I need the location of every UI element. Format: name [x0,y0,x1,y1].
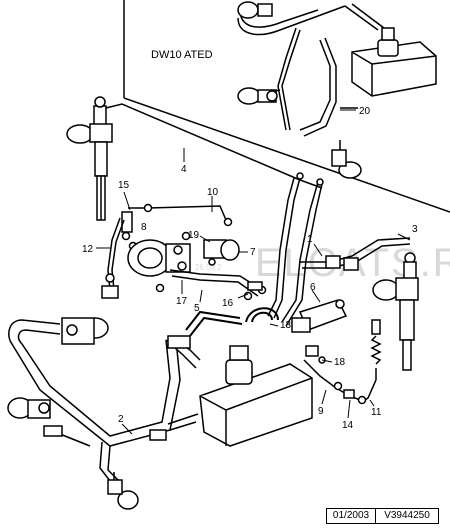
callout-6: 6 [310,282,316,293]
return-line-4 [105,103,323,189]
callout-16: 16 [222,298,234,309]
pump-left [61,273,119,345]
callout-14: 14 [342,420,354,431]
callout-7: 7 [250,247,256,258]
pipes-lower-right [303,359,377,405]
callout-11: 11 [371,407,382,418]
callout-17: 17 [176,296,188,307]
footer-reference: V3944250 [375,508,439,524]
callout-12: 12 [82,244,94,255]
callout-9: 9 [318,406,324,417]
inset-valve-lower [331,140,362,179]
callout-13-leader [269,323,279,327]
callout-13: 13 [280,320,292,331]
callout-11-leader [369,399,375,407]
callout-19-leader [199,235,211,243]
callout-18: 18 [334,357,346,368]
inset-valve-top [237,1,273,19]
regulator-6 [291,299,348,333]
callout-16-leader [237,293,249,299]
pipe-10 [128,203,233,227]
callout-9-leader [321,389,327,405]
inset-pipes [237,3,385,137]
callout-15-leader [123,191,131,211]
filter-housing [127,231,191,293]
callout-4: 4 [181,164,187,175]
callout-19: 19 [188,230,200,241]
hose-2 [8,319,201,487]
inset-title: DW10 ATED [151,49,213,61]
pipe-loop-13 [185,307,279,337]
clip-8 [121,211,138,251]
callout-20: 20 [359,106,371,117]
injector-top-left [66,96,113,221]
inset-valve-left [237,87,278,105]
injector-right [372,252,419,371]
callout-6-leader [311,289,321,303]
callout-3-leader [397,233,411,241]
callout-5: 5 [194,303,200,314]
sensor-19 [203,239,240,266]
valve-bottom [107,472,139,510]
callout-2-leader [121,423,133,435]
callout-15: 15 [118,180,130,191]
valve-lower-left [7,397,91,447]
pipe-1-bundle [267,172,411,327]
callout-5-leader [199,289,203,303]
callout-14-leader [347,399,351,419]
footer-date: 01/2003 [326,508,376,524]
callout-1-leader [313,243,323,257]
callout-18-leader [321,359,333,363]
callout-3: 3 [412,224,418,235]
inset-reservoir [351,27,437,97]
fuel-tank [199,345,313,447]
callout-8: 8 [141,222,147,233]
callout-1: 1 [307,234,313,245]
watermark-date: 26.03.2 [195,263,222,272]
callout-2: 2 [118,414,124,425]
callout-10: 10 [207,187,219,198]
spring-sensor [370,319,382,380]
inset-frame [123,0,450,213]
